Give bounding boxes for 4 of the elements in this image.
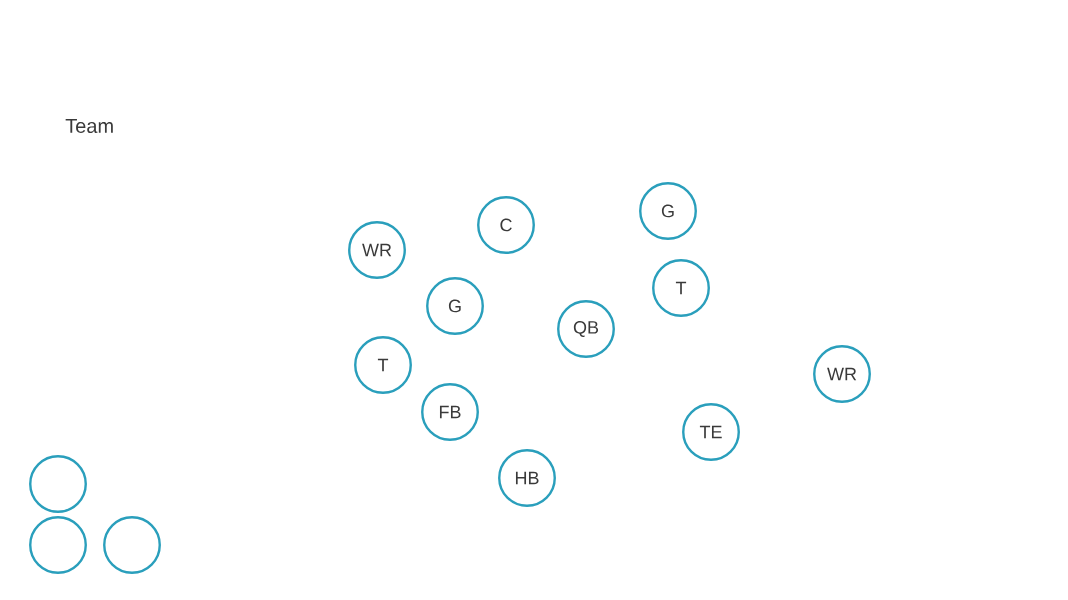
empty-circle [29,516,87,574]
empty-circle [29,455,87,513]
empty-circle [103,516,161,574]
title: Team [65,119,113,133]
